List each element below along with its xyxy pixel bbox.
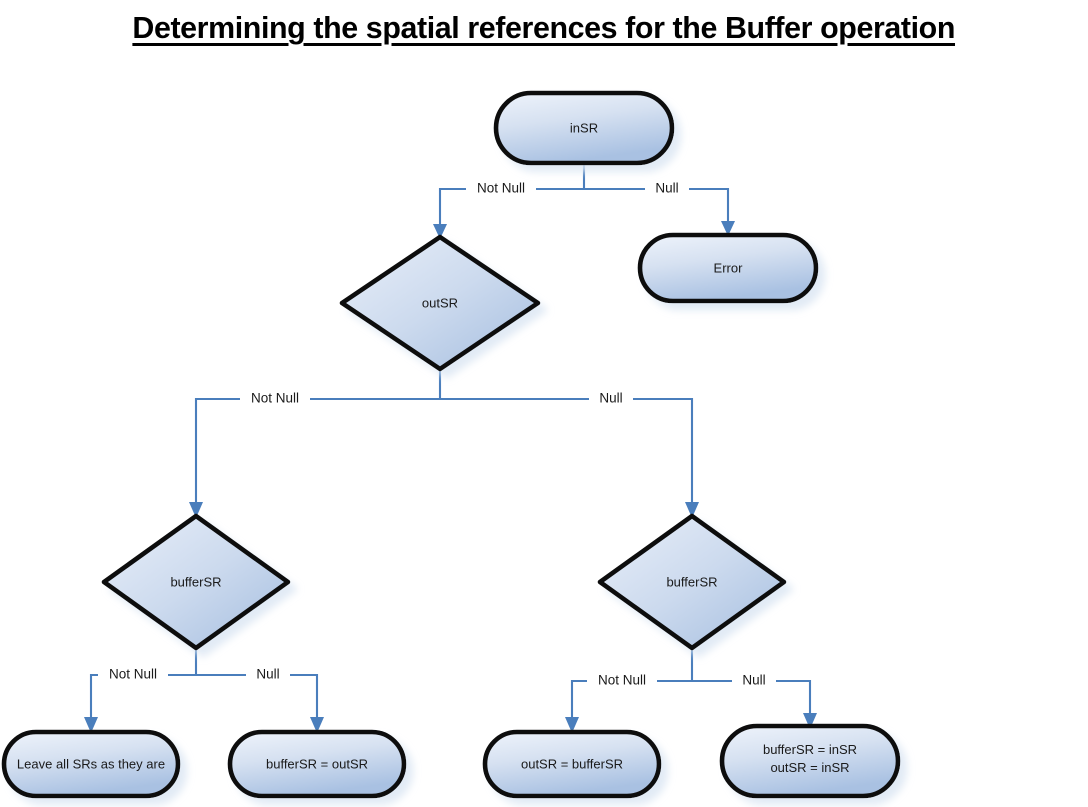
node-error[interactable]: Error <box>637 232 819 304</box>
page-title-text: Determining the spatial references for t… <box>132 10 956 45</box>
node-leave-all-srs-label: Leave all SRs as they are <box>17 756 165 771</box>
edge-label-text: Null <box>742 673 765 688</box>
connector-group-level1 <box>433 163 735 239</box>
connector-outsr-to-buffersr-right <box>440 397 694 507</box>
edge-label-bg <box>645 181 689 197</box>
node-buffersr-outsr-eq-insr-shape[interactable] <box>719 723 901 799</box>
page-title: Determining the spatial references for t… <box>0 0 1088 56</box>
node-leave-all-srs-shape[interactable] <box>1 729 181 799</box>
edge-label-outsr-null: Null <box>589 391 633 407</box>
edge-label-text: Not Null <box>477 181 525 196</box>
edge-label-bg <box>589 391 633 407</box>
node-insr[interactable]: inSR <box>493 90 675 166</box>
node-buffersr-right[interactable]: bufferSR <box>597 513 787 651</box>
node-outsr-eq-buffersr[interactable]: outSR = bufferSR <box>482 729 662 799</box>
arrowhead-to-error <box>721 221 735 236</box>
node-outsr[interactable]: outSR <box>339 234 541 372</box>
edge-label-text: Not Null <box>251 391 299 406</box>
node-outsr-eq-buffersr-label: outSR = bufferSR <box>521 756 623 771</box>
edge-label-bg <box>732 673 776 689</box>
edge-label-buffersr-left-null: Null <box>246 667 290 683</box>
edge-label-bg <box>240 391 310 407</box>
node-buffersr-eq-outsr-shape[interactable] <box>227 729 407 799</box>
node-buffersr-left-label: bufferSR <box>170 574 221 589</box>
arrowhead-to-buffersr-eq-outsr <box>310 717 324 733</box>
connector-to-buffersr-eq-outsr <box>196 673 319 722</box>
edge-label-insr-not-null: Not Null <box>466 181 536 197</box>
node-insr-shape[interactable] <box>493 90 675 166</box>
connector-group-level2 <box>189 370 699 518</box>
edge-label-outsr-not-null: Not Null <box>240 391 310 407</box>
edge-label-text: Not Null <box>598 673 646 688</box>
edge-label-buffersr-left-not-null: Not Null <box>98 667 168 683</box>
node-error-shape[interactable] <box>637 232 819 304</box>
connector-group-level3-right <box>565 648 817 733</box>
edge-label-buffersr-right-not-null: Not Null <box>587 673 657 689</box>
node-outsr-eq-buffersr-shape[interactable] <box>482 729 662 799</box>
arrowhead-to-outsr <box>433 224 447 239</box>
arrowhead-to-buffersr-left <box>189 502 203 518</box>
connector-to-buffersr-outsr-eq-insr <box>692 679 812 718</box>
edge-label-text: Null <box>256 667 279 682</box>
edge-label-group: Not Null Null Not Null Null Not Null Nul… <box>98 181 776 689</box>
edge-label-bg <box>246 667 290 683</box>
edge-label-bg <box>98 667 168 683</box>
edge-label-text: Not Null <box>109 667 157 682</box>
node-insr-label: inSR <box>570 120 598 135</box>
edge-label-bg <box>587 673 657 689</box>
node-error-label: Error <box>714 260 744 275</box>
edge-label-text: Null <box>655 181 678 196</box>
connector-outsr-to-buffersr-left <box>194 397 440 507</box>
arrowhead-to-buffersr-outsr-eq-insr <box>803 713 817 729</box>
edge-label-buffersr-right-null: Null <box>732 673 776 689</box>
node-leave-all-srs[interactable]: Leave all SRs as they are <box>1 729 181 799</box>
edge-label-bg <box>466 181 536 197</box>
node-buffersr-right-shape[interactable] <box>597 513 787 651</box>
arrowhead-to-leave-all-srs <box>84 717 98 733</box>
node-buffersr-left-shape[interactable] <box>101 513 291 651</box>
node-buffersr-eq-outsr-label: bufferSR = outSR <box>266 756 368 771</box>
node-outsr-label: outSR <box>422 295 458 310</box>
connector-insr-to-error <box>584 187 730 226</box>
edge-label-insr-null: Null <box>645 181 689 197</box>
connector-group-level3-left <box>84 648 324 733</box>
edge-label-text: Null <box>599 391 622 406</box>
node-outsr-shape[interactable] <box>339 234 541 372</box>
node-buffersr-right-label: bufferSR <box>666 574 717 589</box>
node-buffersr-eq-outsr[interactable]: bufferSR = outSR <box>227 729 407 799</box>
arrowhead-to-buffersr-right <box>685 502 699 518</box>
node-buffersr-left[interactable]: bufferSR <box>101 513 291 651</box>
arrowhead-to-outsr-eq-buffersr <box>565 717 579 733</box>
